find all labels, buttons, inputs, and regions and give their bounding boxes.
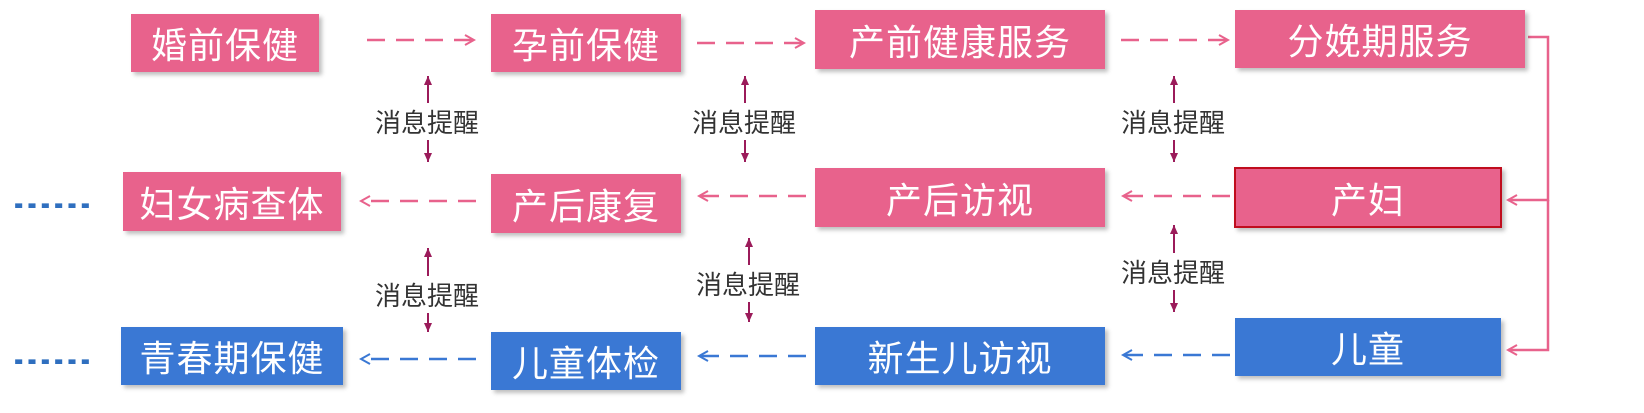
node-adolescent-care: 青春期保健 [121,327,343,385]
node-delivery-service: 分娩期服务 [1235,10,1525,68]
message-reminder-label: 消息提醒 [1120,103,1227,140]
node-label: 妇女病查体 [139,184,325,226]
node-prenatal-service: 产前健康服务 [815,10,1105,69]
node-label: 青春期保健 [139,339,325,380]
node-label: 产后康复 [511,186,660,228]
node-label: 产后访视 [885,180,1034,222]
node-premarital-care: 婚前保健 [131,14,319,72]
node-label: 儿童体检 [511,344,660,385]
message-reminder-label: 消息提醒 [691,103,798,140]
message-reminder-label: 消息提醒 [1120,253,1227,290]
node-label: 儿童 [1330,330,1405,371]
node-child: 儿童 [1235,318,1501,376]
node-label: 分娩期服务 [1287,22,1473,63]
node-gynecologic-checkup: 妇女病查体 [123,172,341,231]
continuation-dots: …… [12,344,92,364]
node-label: 婚前保健 [150,26,299,67]
node-label: 产前健康服务 [848,22,1071,64]
message-reminder-label: 消息提醒 [374,276,481,313]
node-postpartum-recovery: 产后康复 [491,174,681,233]
node-newborn-visit: 新生儿访视 [815,327,1105,385]
node-label: 新生儿访视 [867,339,1053,380]
node-prepregnancy-care: 孕前保健 [491,14,681,72]
node-postpartum-visit: 产后访视 [815,168,1105,227]
message-reminder-label: 消息提醒 [695,265,802,302]
branch-connector [1508,35,1550,350]
node-child-checkup: 儿童体检 [491,332,681,390]
message-reminder-label: 消息提醒 [374,103,481,140]
node-puerpera: 产妇 [1234,167,1502,228]
node-label: 产妇 [1330,180,1405,222]
node-label: 孕前保健 [511,26,660,67]
continuation-dots: …… [12,188,92,208]
